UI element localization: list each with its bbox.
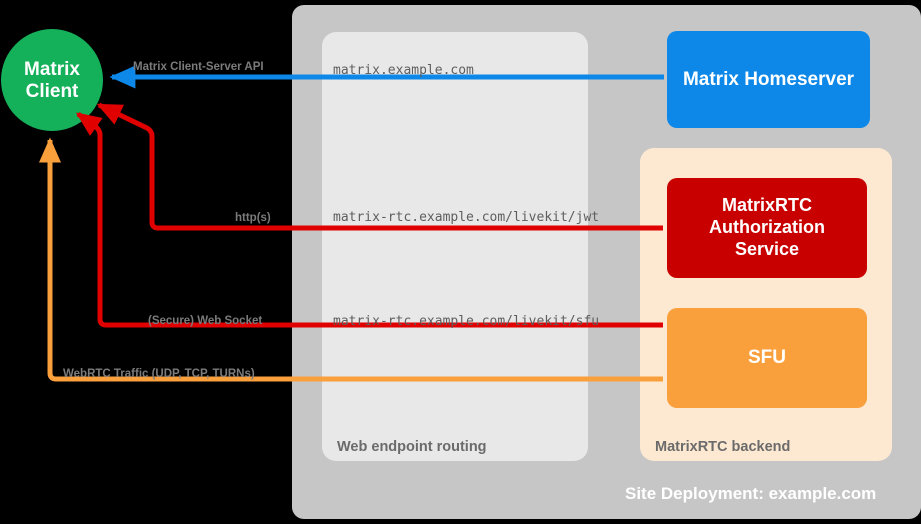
site-deployment-label: Site Deployment: example.com [625, 484, 877, 503]
edge-label-http-s: http(s) [235, 212, 271, 224]
group-web-endpoint-routing [322, 32, 588, 461]
edge-secure-web-socket [75, 111, 663, 328]
edge-label-matrix-client-server-api: Matrix Client-Server API [133, 61, 264, 73]
group-web-endpoint-routing-label: Web endpoint routing [337, 439, 487, 455]
node-matrixrtc-authorization-service[interactable] [667, 178, 867, 278]
node-sfu[interactable] [667, 308, 867, 408]
node-matrix-client[interactable] [1, 29, 103, 131]
edge-webrtc-traffic [39, 137, 663, 382]
url-label-livekit-sfu: matrix-rtc.example.com/livekit/sfu [333, 314, 600, 329]
edge-http-s [96, 102, 663, 231]
url-label-livekit-jwt: matrix-rtc.example.com/livekit/jwt [333, 210, 600, 225]
url-label-matrix-example-com: matrix.example.com [333, 63, 474, 78]
group-matrixrtc-backend-label: MatrixRTC backend [655, 439, 791, 455]
edge-label-secure-web-socket: (Secure) Web Socket [148, 315, 263, 327]
node-matrix-homeserver[interactable] [667, 31, 870, 128]
edge-label-webrtc-traffic: WebRTC Traffic (UDP, TCP, TURNs) [63, 368, 255, 380]
